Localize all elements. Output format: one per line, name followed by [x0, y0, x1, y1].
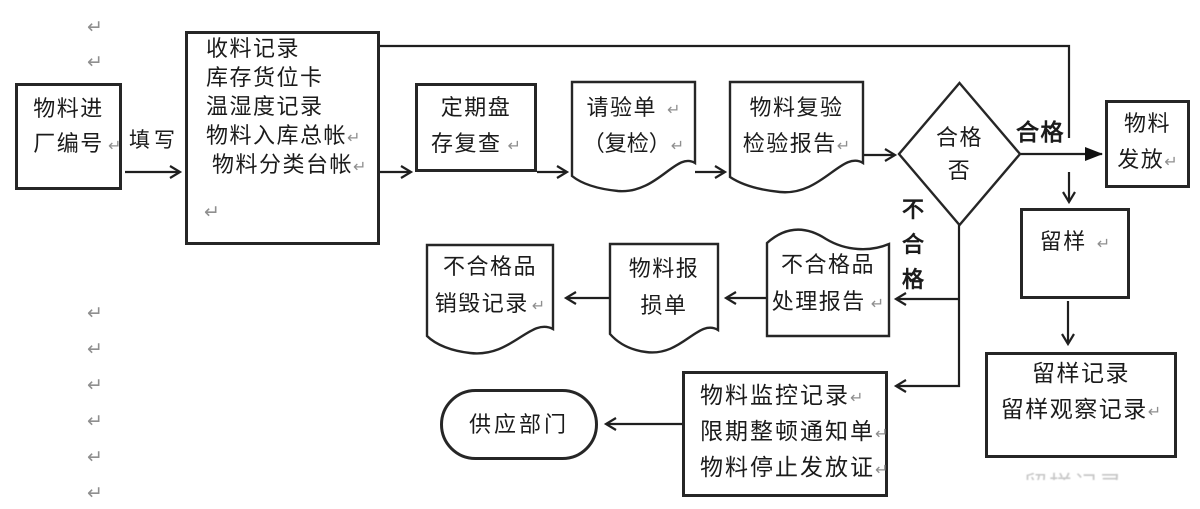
destroy-text-line2: 销毁记录↵ — [427, 291, 553, 320]
monitor-line3-text: 物料停止发放证 — [700, 454, 875, 480]
edge-records-top-connector — [380, 44, 1071, 138]
records-line4-text: 物料入库总帐 — [206, 123, 348, 148]
release-text-line2: 发放↵ — [1105, 147, 1190, 176]
edge-label-fill-in: 填写 — [129, 129, 179, 152]
records-text-line1: 收料记录 — [206, 36, 301, 61]
doc-shape-recheck-report — [728, 80, 865, 194]
ghost-text: 留样记录 — [1024, 471, 1124, 480]
retain-text: 留样 ↵ — [1020, 229, 1130, 258]
decision-text-line2: 否 — [947, 158, 972, 183]
release-line2-text: 发放 — [1117, 147, 1165, 172]
records-text-line2: 库存货位卡 — [206, 65, 324, 90]
node-periodic-check-box — [415, 83, 537, 172]
edge-unqualified-to-monitor — [893, 225, 961, 393]
node-material-release-box — [1105, 100, 1190, 188]
edge-label-qualified: 合格 — [1016, 119, 1065, 145]
handling-line2-text: 处理报告 — [771, 289, 866, 314]
return-mark-inline: ↵ — [875, 462, 889, 479]
return-mark: ↵ — [87, 411, 103, 432]
return-mark: ↵ — [87, 339, 103, 360]
node-retain-records-box — [985, 352, 1177, 458]
destroy-line2-text: 销毁记录 — [434, 291, 529, 316]
monitor-line2-text: 限期整顿通知单 — [700, 418, 875, 444]
return-mark-inline: ↵ — [353, 159, 367, 176]
return-mark-inline: ↵ — [667, 102, 681, 119]
return-mark: ↵ — [87, 52, 103, 73]
return-mark-inline: ↵ — [1147, 404, 1162, 421]
return-mark-inline: ↵ — [870, 296, 885, 313]
monitor-line1-text: 物料监控记录 — [700, 382, 850, 408]
node-retain-sample-box — [1020, 208, 1130, 299]
return-mark: ↵ — [87, 303, 103, 324]
supply-dept-text: 供应部门 — [468, 412, 569, 437]
records-line5-text: 物料分类台帐 — [212, 152, 354, 177]
scrap-text-line1: 物料报 — [628, 256, 700, 281]
records-text-line5: 物料分类台帐↵ — [212, 152, 366, 181]
edge-label-unqualified: 不合格 — [902, 197, 925, 292]
node-material-entry-box — [15, 83, 122, 190]
periodic-line2-text: 存复查 — [431, 131, 502, 156]
decision-text-line1: 合格 — [935, 125, 983, 150]
doc-shape-handling-report — [765, 228, 891, 338]
recheck-text-line1: 物料复验 — [749, 95, 844, 120]
retain-records-line1: 留样记录 — [1032, 360, 1130, 386]
request-text-line1: 请验单 ↵ — [572, 95, 695, 124]
return-mark-inline: ↵ — [347, 130, 361, 147]
return-mark-inline: ↵ — [836, 138, 851, 155]
doc-shape-scrap-note — [608, 242, 720, 354]
retain-records-line2-text: 留样观察记录 — [1000, 396, 1148, 422]
return-mark: ↵ — [204, 202, 220, 223]
return-mark: ↵ — [108, 138, 122, 155]
return-mark: ↵ — [87, 483, 103, 504]
handling-text-line1: 不合格品 — [780, 252, 875, 277]
monitor-text-line1: 物料监控记录↵ — [700, 382, 863, 412]
return-mark: ↵ — [87, 375, 103, 396]
release-text-line1: 物料 — [1123, 111, 1171, 136]
recheck-line2-text: 检验报告 — [742, 131, 837, 156]
handling-text-line2: 处理报告↵ — [767, 289, 889, 318]
destroy-text-line1: 不合格品 — [442, 254, 537, 279]
decision-diamond-qualified — [897, 81, 1022, 227]
request-line1-text: 请验单 — [586, 95, 658, 120]
monitor-text-line3: 物料停止发放证↵ — [700, 454, 888, 484]
return-mark-inline: ↵ — [850, 390, 864, 407]
periodic-text-line1: 定期盘 — [440, 95, 512, 120]
records-text-line3: 温湿度记录 — [206, 94, 324, 119]
return-mark-inline: ↵ — [670, 138, 685, 155]
retain-records-line2: 留样观察记录↵ — [985, 396, 1177, 426]
scrap-text-line2: 损单 — [640, 293, 688, 318]
return-mark: ↵ — [87, 447, 103, 468]
return-mark-inline: ↵ — [1096, 236, 1111, 253]
doc-shape-inspection-request — [570, 80, 697, 193]
return-mark-inline: ↵ — [507, 138, 521, 155]
node-monitor-box — [682, 371, 888, 497]
entry-text-line2: 厂编号 — [33, 131, 104, 156]
return-mark-inline: ↵ — [1164, 154, 1178, 171]
recheck-text-line2: 检验报告↵ — [730, 131, 863, 160]
return-mark-inline: ↵ — [531, 298, 546, 315]
ghost-clipped-text: 留样记录 — [1024, 465, 1169, 480]
request-text-line2: （复检）↵ — [572, 131, 695, 160]
retain-text-label: 留样 — [1039, 229, 1087, 254]
entry-text-line1: 物料进 — [33, 96, 104, 121]
periodic-text-line2: 存复查 ↵ — [415, 131, 537, 160]
doc-shape-destroy-record — [425, 243, 555, 355]
monitor-text-line2: 限期整顿通知单↵ — [700, 418, 888, 448]
return-mark: ↵ — [87, 17, 103, 38]
request-line2-text: （复检） — [582, 131, 671, 156]
records-text-line4: 物料入库总帐↵ — [206, 123, 360, 152]
terminator-supply-department — [440, 389, 598, 460]
node-records-box — [185, 31, 380, 245]
return-mark-inline: ↵ — [875, 426, 889, 443]
